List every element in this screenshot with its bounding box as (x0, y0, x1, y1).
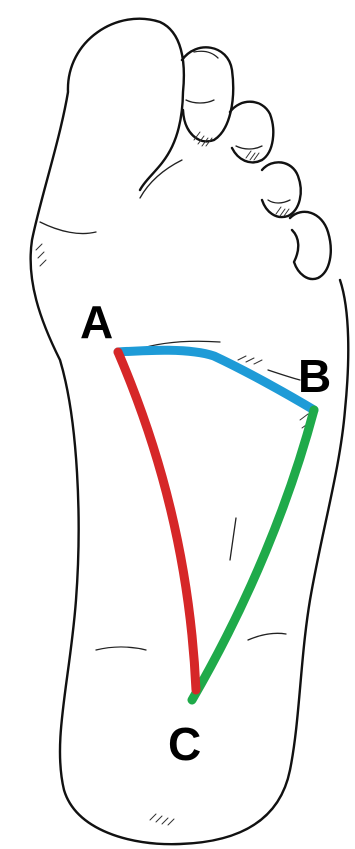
toe-3 (230, 102, 273, 163)
point-b-label: B (298, 350, 331, 402)
toe-4 (262, 162, 301, 217)
lateral-crease (268, 370, 300, 380)
toe-crease-2 (186, 100, 214, 103)
ball-crease (40, 222, 96, 234)
line-b-c (192, 410, 314, 700)
line-a-c (118, 352, 196, 690)
point-a-label: A (80, 296, 113, 348)
arch-lines (118, 350, 314, 700)
heel-crease-2 (248, 633, 286, 640)
toe-2 (182, 47, 233, 141)
heel-crease-1 (96, 647, 146, 650)
toe-crease-3 (236, 146, 262, 149)
toe-5 (290, 212, 331, 279)
mid-sole-crease (230, 518, 236, 560)
toe-crease-4 (268, 200, 290, 203)
point-c-label: C (168, 718, 201, 770)
toe-nail-line (194, 51, 218, 58)
line-a-b (118, 350, 314, 410)
